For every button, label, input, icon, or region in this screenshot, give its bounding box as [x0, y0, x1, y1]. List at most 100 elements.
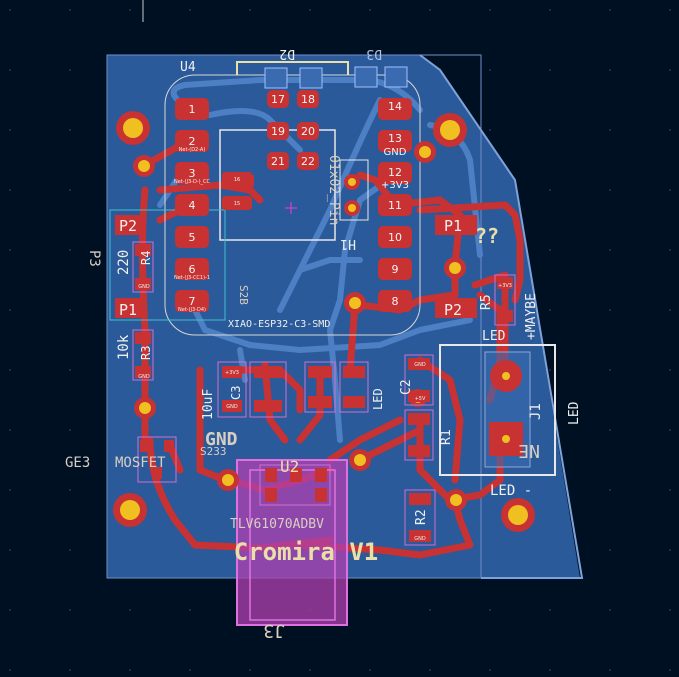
pad-label-22: 22 — [301, 155, 315, 168]
net-gnd-r4: GND — [138, 284, 150, 290]
d2-pad-1[interactable] — [264, 67, 288, 89]
xiao-left-pads[interactable] — [175, 98, 209, 312]
ref-r4: R4 — [139, 251, 153, 265]
ref-gnd-mirror: GND — [205, 429, 238, 450]
pad-net-3: Net-(J3-D-)_CC — [174, 179, 211, 185]
p2-left-pad[interactable] — [115, 215, 143, 235]
pad-label-17: 17 — [271, 93, 285, 106]
net-gnd-c2: GND — [414, 362, 426, 368]
pad-lbl-13: GND — [384, 147, 407, 158]
d2-outline — [236, 61, 349, 75]
ref-j3: J3 — [263, 620, 285, 641]
pad-label-18: 18 — [301, 93, 315, 106]
xiao-inner-pads[interactable] — [222, 90, 319, 210]
pad-net-6: Net-(J3-CC1)-1 — [174, 275, 210, 281]
p1-left-pad[interactable] — [115, 298, 143, 318]
pad-label-6: 6 — [189, 263, 196, 276]
ref-c2: C2 — [399, 379, 414, 395]
pad-number-labels: 1 2 3 4 5 6 7 Net-(D2-A) Net-(J3-D-)_CC … — [174, 93, 409, 313]
ref-d3: D3 — [366, 46, 382, 61]
d2-pad-2[interactable] — [299, 67, 323, 89]
pad-label-2: 2 — [189, 135, 196, 148]
xiao-right-pads[interactable] — [378, 98, 412, 312]
board-title: Cromira V1 — [234, 538, 379, 566]
ref-r2: R2 — [414, 509, 429, 525]
pad-label-4: 4 — [189, 199, 196, 212]
pad-label-13: 13 — [388, 132, 402, 145]
xiao-center-cross — [285, 202, 297, 214]
ref-ge3: GE3 — [65, 455, 90, 471]
ref-r1: R1 — [439, 429, 454, 445]
ref-p1-right: P1 — [444, 217, 462, 235]
ref-r5: R5 — [479, 294, 494, 310]
j1-pad-2-drill — [502, 372, 510, 380]
d3-pad-2[interactable] — [384, 66, 408, 88]
pad-label-19: 19 — [271, 125, 285, 138]
net-3v3-r5: +3V3 — [498, 283, 512, 289]
ref-led-minus: LED - — [490, 483, 532, 499]
pad-label-20: 20 — [301, 125, 315, 138]
pad-label-10: 10 — [388, 231, 402, 244]
ref-p2-right: P2 — [444, 301, 462, 319]
net-gnd-r2: GND — [414, 536, 426, 542]
ref-c3: C3 — [229, 386, 243, 400]
xiao-module-outline — [164, 74, 421, 336]
ref-s233: S233 — [200, 445, 227, 458]
pad-label-8: 8 — [392, 295, 399, 308]
ref-xiao: XIAO-ESP32-C3-SMD — [228, 319, 330, 330]
ref-r4-val: 220 — [116, 250, 132, 275]
net-gnd-c3: GND — [226, 404, 238, 410]
j1-pad-1-drill — [502, 435, 510, 443]
pad-label-14: 14 — [388, 100, 402, 113]
ref-tlv: TLV61070ADBV — [230, 517, 324, 532]
ref-p1-left: P1 — [119, 301, 137, 319]
ref-tenuf: 10uF — [201, 389, 216, 420]
ref-r3: R3 — [139, 346, 153, 360]
ref-u4: U4 — [180, 60, 196, 75]
p2-right-pad[interactable] — [435, 298, 477, 318]
pad-label-3: 3 — [189, 167, 196, 180]
pad-label-16: 16 — [234, 177, 240, 183]
j1-housing — [439, 344, 556, 476]
pad-net-1: Net-(D2-A) — [179, 147, 206, 153]
pad-net-7: Net-(J3-D4) — [178, 307, 206, 313]
d3-pad-1[interactable] — [354, 66, 378, 88]
p3-footprint — [109, 209, 226, 321]
net-gnd-r3: GND — [138, 374, 150, 380]
p1-right-pad[interactable] — [435, 215, 477, 235]
ref-d2: D2 — [279, 46, 295, 61]
pad-label-1: 1 — [189, 103, 196, 116]
ref-p2-left: P2 — [119, 217, 137, 235]
net-3v3-c3: +3V3 — [225, 370, 239, 376]
pad-label-9: 9 — [392, 263, 399, 276]
pad-label-5: 5 — [189, 231, 196, 244]
pad-label-21: 21 — [271, 155, 285, 168]
ref-qq: ?? — [475, 224, 499, 248]
ref-s2b: S2B — [237, 285, 250, 305]
board-edge-right — [419, 54, 584, 579]
ref-p3: P3 — [86, 250, 102, 267]
ref-led-right: LED — [567, 401, 582, 425]
pad-lbl-12: +3V3 — [381, 180, 409, 191]
silkscreen-labels: U4 D2 D3 P3 P2 P1 P1 P2 ?? R4 220 R3 10k… — [65, 46, 582, 641]
mounting-holes — [113, 111, 535, 532]
ref-ne: NE — [518, 440, 540, 461]
ref-j1: J1 — [528, 403, 544, 420]
pad-label-15: 15 — [234, 201, 240, 207]
ref-h1: H1 — [340, 236, 356, 251]
usb-connector-j3[interactable] — [236, 459, 348, 626]
ref-led5: LED — [482, 329, 506, 344]
pad-label-12: 12 — [388, 166, 402, 179]
small-net-labels: GND GND +3V3 GND +5V +3V3 GND GND — [138, 283, 512, 542]
small-components — [132, 159, 516, 546]
ref-r3-val: 10k — [116, 334, 132, 360]
ref-pin: 01x02_Pin — [326, 155, 341, 225]
ref-mosfet: MOSFET — [115, 455, 166, 471]
ref-u2: U2 — [280, 457, 299, 476]
ref-ld1: LED — [371, 388, 385, 410]
ref-led-plus: +MAYBE — [524, 293, 539, 340]
net-5v-c2: +5V — [415, 396, 426, 402]
pad-label-11: 11 — [388, 199, 402, 212]
